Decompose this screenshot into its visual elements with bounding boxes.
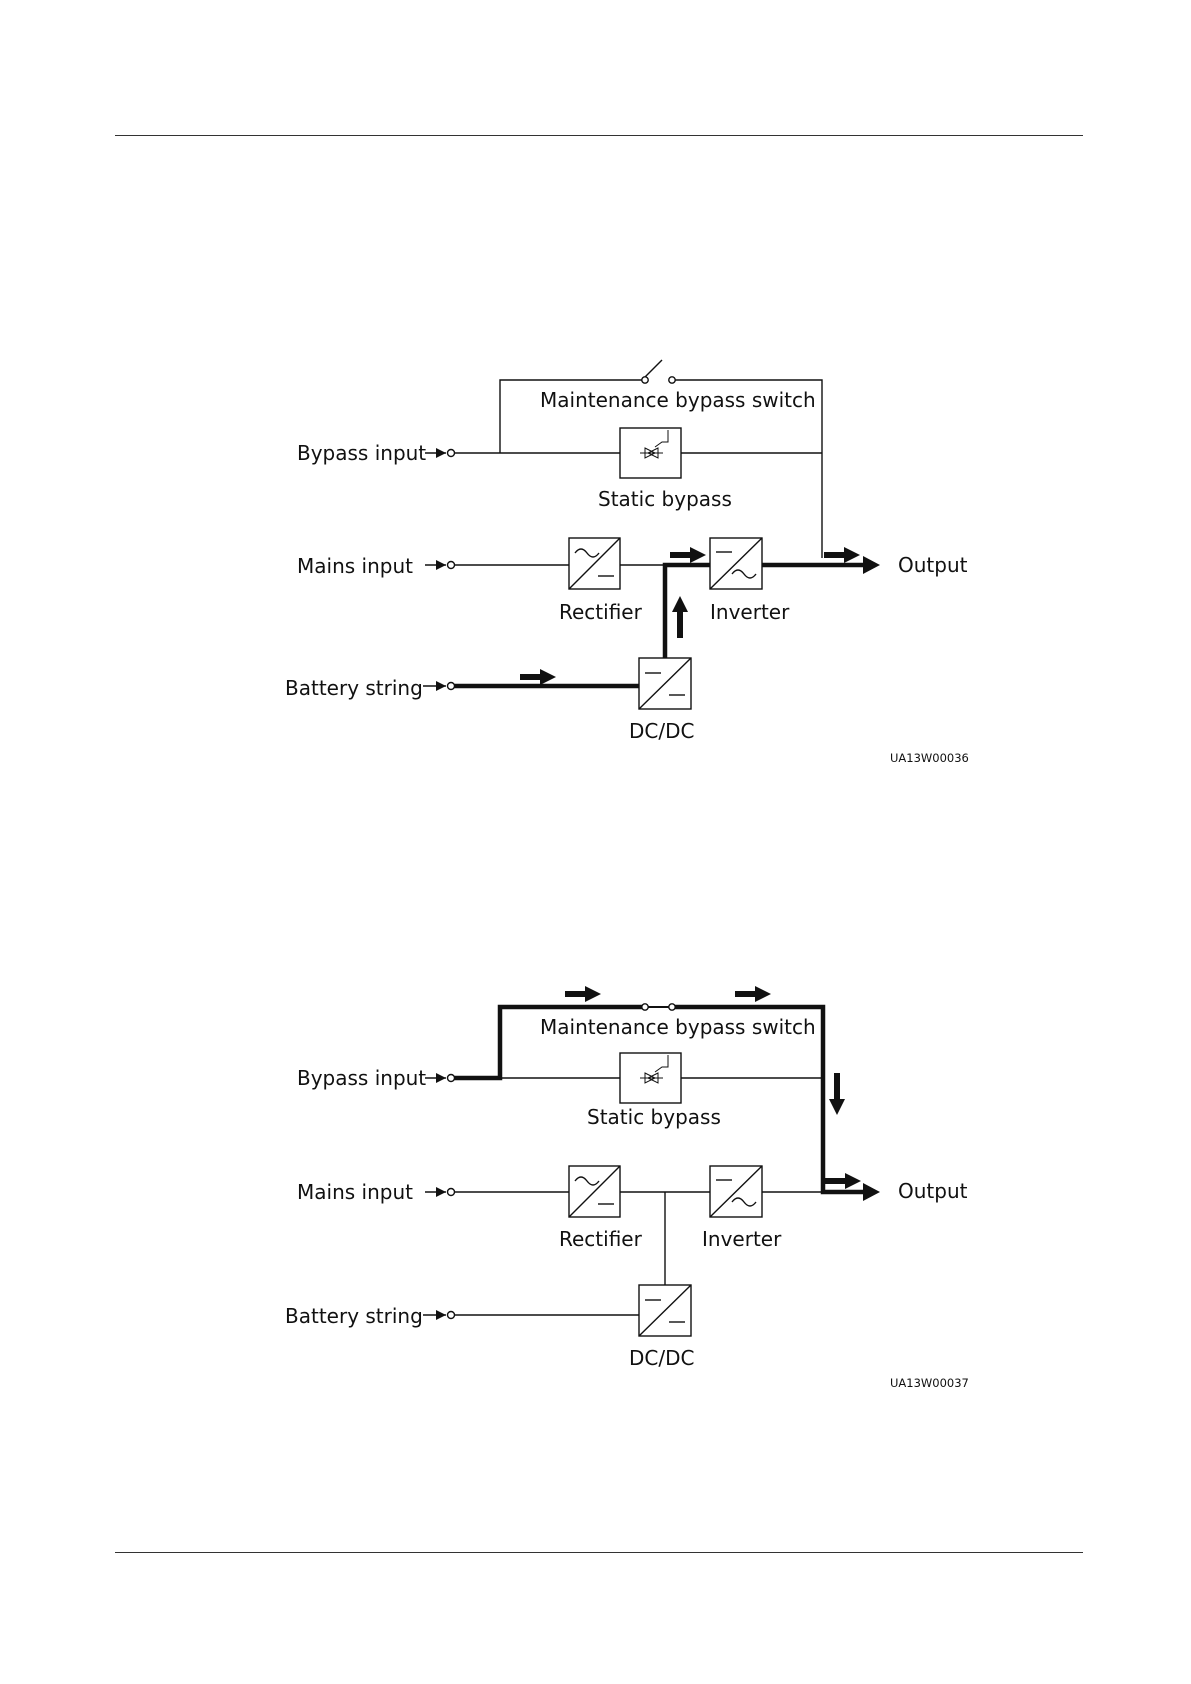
battery-string-label: Battery string — [285, 676, 423, 700]
diagram-2-svg: Maintenance bypass switch Bypass input S… — [0, 965, 1191, 1405]
bypass-input-label: Bypass input — [297, 441, 426, 465]
inverter-label: Inverter — [710, 600, 790, 624]
inverter-label: Inverter — [702, 1227, 782, 1251]
rectifier-box — [569, 538, 620, 589]
header-rule — [115, 135, 1083, 136]
output-label: Output — [898, 553, 968, 577]
mains-input-label: Mains input — [297, 554, 413, 578]
switch-contact-left — [642, 377, 648, 383]
bypass-terminal — [448, 450, 455, 457]
rectifier-box — [569, 1166, 620, 1217]
arrow-output — [825, 1173, 861, 1189]
switch-blade — [645, 360, 662, 377]
inverter-box — [710, 1166, 762, 1217]
switch-contact-right — [669, 377, 675, 383]
bypass-terminal — [448, 1075, 455, 1082]
battery-terminal — [448, 683, 455, 690]
footer-rule — [115, 1552, 1083, 1553]
ups-diagram-battery-mode: Maintenance bypass switch Bypass input S… — [0, 340, 1191, 780]
static-bypass-box — [620, 1053, 681, 1103]
figure-code: UA13W00037 — [890, 1376, 969, 1390]
arrow-output — [824, 547, 860, 563]
battery-terminal — [448, 1312, 455, 1319]
maintenance-switch-label: Maintenance bypass switch — [540, 388, 816, 412]
bypass-input-label: Bypass input — [297, 1066, 426, 1090]
rectifier-label: Rectifier — [559, 1227, 643, 1251]
output-arrowhead — [863, 1183, 880, 1201]
switch-contact-left — [642, 1004, 648, 1010]
switch-contact-right — [669, 1004, 675, 1010]
dcdc-box — [639, 658, 691, 709]
output-arrowhead — [863, 556, 880, 574]
mains-terminal — [448, 1189, 455, 1196]
rectifier-label: Rectifier — [559, 600, 643, 624]
mains-input-label: Mains input — [297, 1180, 413, 1204]
diagram-1-svg: Maintenance bypass switch Bypass input S… — [0, 340, 1191, 780]
arrow-into-inverter — [670, 547, 706, 563]
battery-string-label: Battery string — [285, 1304, 423, 1328]
static-bypass-label: Static bypass — [587, 1105, 721, 1129]
static-bypass-box — [620, 428, 681, 478]
dcdc-label: DC/DC — [629, 719, 694, 743]
dcdc-label: DC/DC — [629, 1346, 694, 1370]
figure-code: UA13W00036 — [890, 751, 969, 765]
ups-diagram-maintenance-bypass-mode: Maintenance bypass switch Bypass input S… — [0, 965, 1191, 1405]
static-bypass-label: Static bypass — [598, 487, 732, 511]
arrow-battery-right — [520, 669, 556, 685]
arrow-dcdc-up — [672, 596, 688, 638]
inverter-box — [710, 538, 762, 589]
mains-terminal — [448, 562, 455, 569]
arrow-bypass-right — [565, 986, 601, 1002]
maintenance-switch-label: Maintenance bypass switch — [540, 1015, 816, 1039]
output-label: Output — [898, 1179, 968, 1203]
dcdc-box — [639, 1285, 691, 1336]
arrow-down — [829, 1073, 845, 1115]
arrow-switch-right — [735, 986, 771, 1002]
